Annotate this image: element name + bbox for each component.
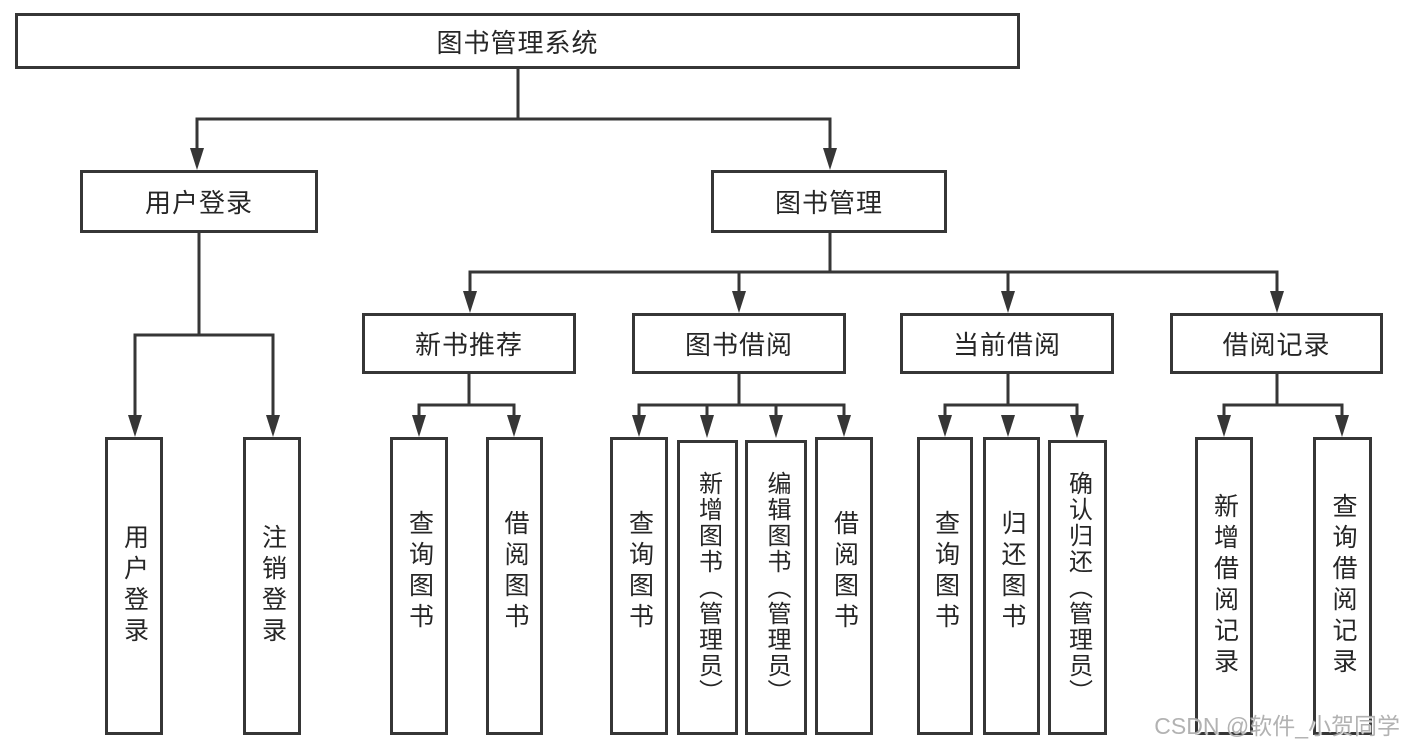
leaf-query-book-recommend: 查询图书	[390, 437, 448, 735]
leaf-return-book: 归还图书	[983, 437, 1040, 735]
leaf-edit-book-admin-label: 编辑图书（管理员）	[763, 470, 790, 705]
leaf-add-borrow-record-label: 新增借阅记录	[1210, 493, 1239, 679]
leaf-query-borrow-record-label: 查询借阅记录	[1329, 493, 1357, 679]
node-library-system: 图书管理系统	[15, 13, 1020, 69]
leaf-borrow-book: 借阅图书	[815, 437, 873, 735]
leaf-confirm-return-admin-label: 确认归还（管理员）	[1064, 470, 1092, 705]
leaf-query-book-borrow: 查询图书	[610, 437, 668, 735]
node-borrow-records-label: 借阅记录	[1222, 330, 1331, 360]
csdn-watermark: CSDN @软件_小贺同学	[1154, 713, 1400, 739]
leaf-add-book-admin-label: 新增图书（管理员）	[694, 470, 722, 705]
node-user-login-label: 用户登录	[144, 188, 253, 218]
leaf-borrow-book-label: 借阅图书	[830, 510, 859, 634]
node-new-book-recommend: 新书推荐	[362, 313, 576, 374]
leaf-query-book-current: 查询图书	[917, 437, 973, 735]
leaf-edit-book-admin: 编辑图书（管理员）	[745, 440, 807, 735]
leaf-logout-label: 注销登录	[258, 524, 287, 648]
leaf-confirm-return-admin: 确认归还（管理员）	[1048, 440, 1107, 735]
node-book-management-label: 图书管理	[774, 188, 883, 218]
leaf-add-borrow-record: 新增借阅记录	[1195, 437, 1253, 735]
node-current-borrow: 当前借阅	[900, 313, 1114, 374]
leaf-user-login: 用户登录	[105, 437, 163, 735]
node-new-book-recommend-label: 新书推荐	[414, 330, 523, 360]
leaf-add-book-admin: 新增图书（管理员）	[677, 440, 738, 735]
leaf-borrow-book-recommend-label: 借阅图书	[501, 510, 529, 634]
leaf-query-borrow-record: 查询借阅记录	[1313, 437, 1372, 735]
node-library-system-label: 图书管理系统	[436, 27, 599, 58]
leaf-user-login-label: 用户登录	[120, 524, 149, 648]
leaf-logout: 注销登录	[243, 437, 301, 735]
node-book-borrow: 图书借阅	[632, 313, 846, 374]
leaf-return-book-label: 归还图书	[998, 510, 1026, 634]
node-borrow-records: 借阅记录	[1170, 313, 1383, 374]
leaf-query-book-recommend-label: 查询图书	[405, 510, 434, 634]
node-book-borrow-label: 图书借阅	[684, 330, 793, 360]
node-book-management: 图书管理	[711, 170, 947, 233]
leaf-query-book-current-label: 查询图书	[931, 510, 960, 634]
leaf-borrow-book-recommend: 借阅图书	[486, 437, 543, 735]
node-user-login: 用户登录	[80, 170, 318, 233]
node-current-borrow-label: 当前借阅	[952, 330, 1061, 360]
leaf-query-book-borrow-label: 查询图书	[625, 510, 654, 634]
